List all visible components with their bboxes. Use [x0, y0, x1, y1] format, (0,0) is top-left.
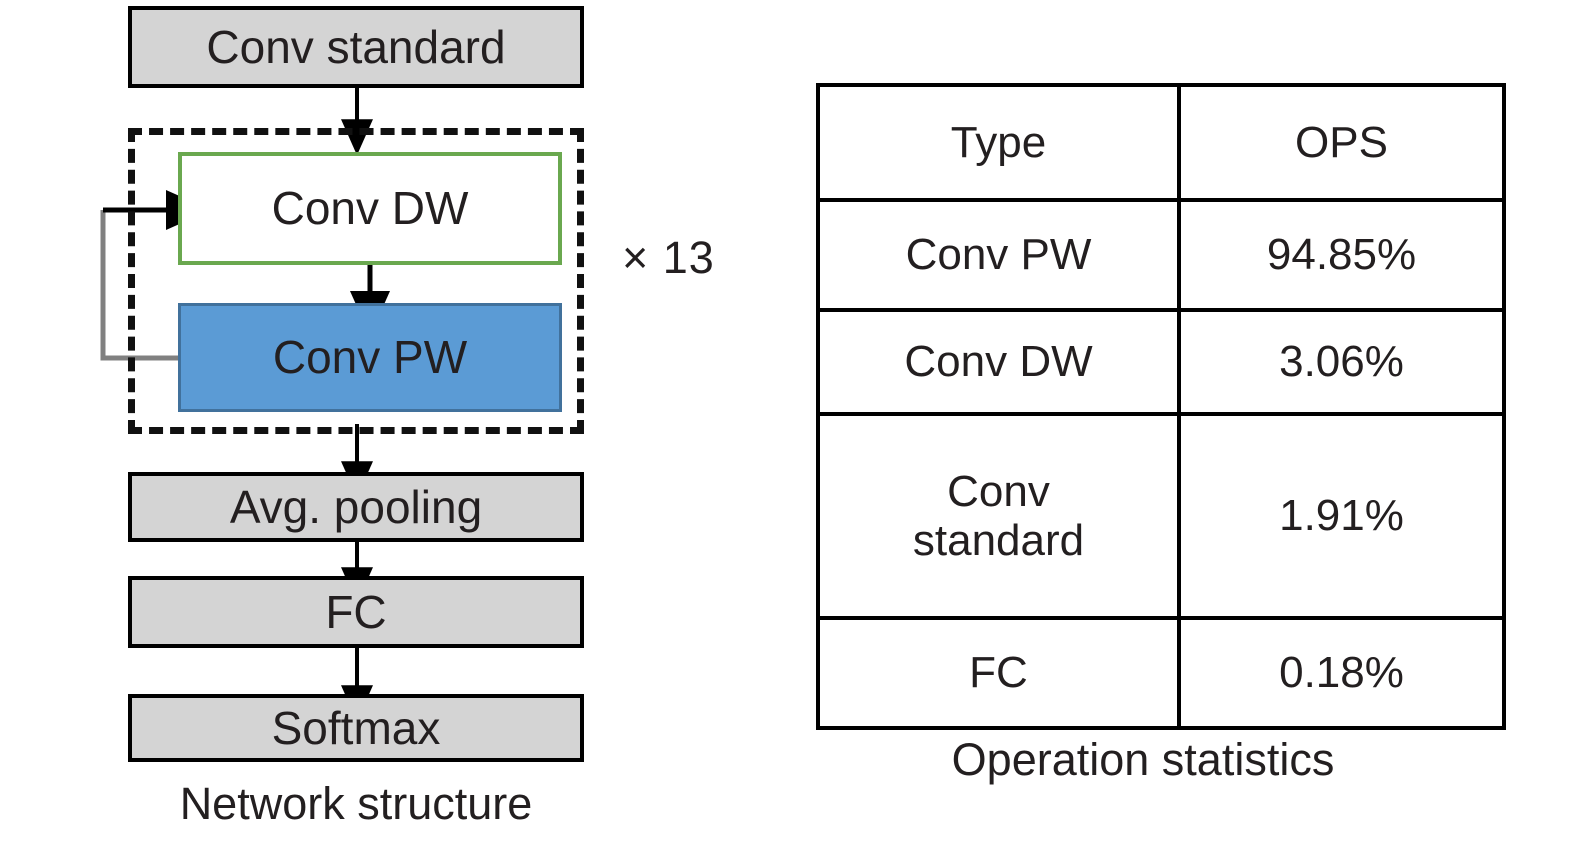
block-conv-dw-label: Conv DW — [271, 182, 469, 235]
block-fc-label: FC — [325, 585, 387, 638]
ops-table-container: Type OPS Conv PW 94.85% Conv DW 3.06% Co… — [816, 83, 1506, 730]
block-conv-standard[interactable]: Conv standard — [128, 6, 584, 88]
cell-type-conv-standard-line2: standard — [912, 516, 1085, 565]
cell-type-fc: FC — [816, 616, 1181, 730]
block-avg-pooling[interactable]: Avg. pooling — [128, 472, 584, 542]
cell-type-conv-pw: Conv PW — [816, 198, 1181, 312]
cell-ops-conv-standard: 1.91% — [1177, 412, 1506, 620]
block-softmax[interactable]: Softmax — [128, 694, 584, 762]
repeated-block-group — [128, 128, 584, 434]
block-fc[interactable]: FC — [128, 576, 584, 648]
block-conv-pw[interactable]: Conv PW — [178, 303, 562, 412]
table-row: FC 0.18% — [816, 616, 1506, 730]
table-row: Conv PW 94.85% — [816, 198, 1506, 312]
cell-ops-conv-dw: 3.06% — [1177, 308, 1506, 416]
table-header-row: Type OPS — [816, 83, 1506, 202]
table-row: Conv standard 1.91% — [816, 412, 1506, 620]
block-softmax-label: Softmax — [271, 701, 441, 754]
repeat-count-label: × 13 — [622, 232, 715, 283]
cell-ops-conv-pw: 94.85% — [1177, 198, 1506, 312]
column-header-type: Type — [816, 83, 1181, 202]
cell-ops-fc: 0.18% — [1177, 616, 1506, 730]
cell-type-conv-standard-line1: Conv — [947, 466, 1050, 516]
block-conv-standard-label: Conv standard — [206, 20, 506, 73]
column-header-ops: OPS — [1177, 83, 1506, 202]
ops-table: Type OPS Conv PW 94.85% Conv DW 3.06% Co… — [816, 83, 1506, 730]
cell-type-conv-standard: Conv standard — [816, 412, 1181, 620]
caption-network-structure: Network structure — [179, 778, 533, 829]
table-row: Conv DW 3.06% — [816, 308, 1506, 416]
block-avg-pooling-label: Avg. pooling — [229, 480, 483, 533]
caption-operation-statistics: Operation statistics — [951, 734, 1335, 785]
cell-type-conv-dw: Conv DW — [816, 308, 1181, 416]
block-conv-pw-label: Conv PW — [272, 331, 468, 384]
block-conv-dw[interactable]: Conv DW — [178, 152, 562, 265]
